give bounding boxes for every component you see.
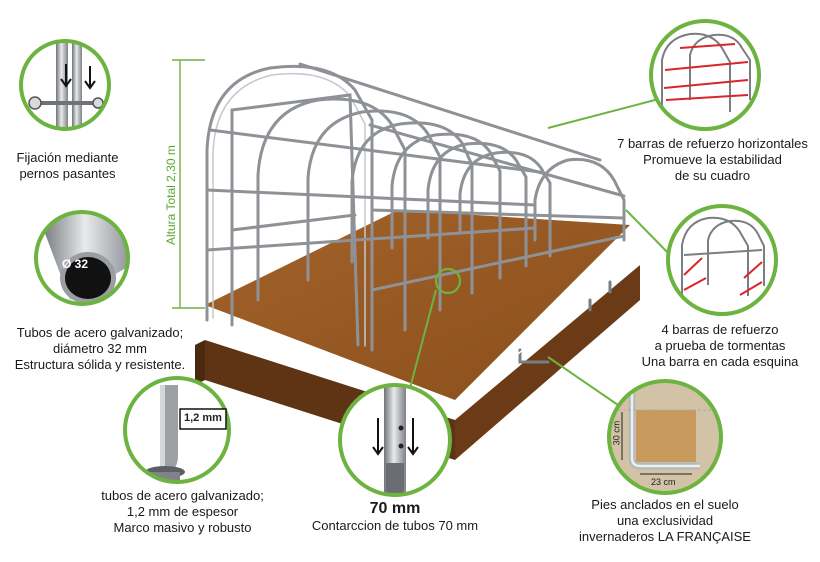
arch-3 xyxy=(306,109,442,312)
arrow-down-icon xyxy=(84,66,96,90)
tube-70-line: Contarccion de tubos 70 mm xyxy=(311,518,479,533)
feet-caption-line: invernaderos LA FRANÇAISE xyxy=(579,529,751,544)
tube-32-caption-line: Estructura sólida y resistente. xyxy=(14,357,186,372)
soil-left-side xyxy=(195,340,205,385)
arch-6 xyxy=(426,141,528,268)
purlin-left-low xyxy=(205,188,537,207)
detail-highlight-ring xyxy=(434,267,462,295)
steel-caption-line: 1,2 mm de espesor xyxy=(126,504,239,519)
purlin-left-base xyxy=(205,226,537,252)
feet-height-label: 30 cm xyxy=(611,420,622,446)
purlin-right-low xyxy=(370,208,626,220)
feet-caption-line: Pies anclados en el suelo xyxy=(591,497,739,512)
door-crossbar xyxy=(230,213,357,232)
steel-caption-line: tubos de acero galvanizado; xyxy=(101,488,264,503)
storm-bars-callout xyxy=(666,204,778,316)
tube-70-caption: 70 mm Contarccion de tubos 70 mm xyxy=(300,500,490,534)
door-frame xyxy=(230,93,360,347)
feet-width-label: 23 cm xyxy=(651,477,676,487)
anchored-feet-caption: Pies anclados en el suelo una exclusivid… xyxy=(560,497,770,545)
height-dimension-label: Altura Total 2,30 m xyxy=(164,145,178,245)
storm-caption-line: 4 barras de refuerzo xyxy=(661,322,779,337)
arch-5 xyxy=(390,132,502,280)
tube-32-caption-line: Tubos de acero galvanizado; xyxy=(16,325,184,340)
bolt-caption-line: Fijación mediante xyxy=(16,150,119,165)
thickness-badge-box xyxy=(179,408,227,430)
storm-caption-line: a prueba de tormentas xyxy=(654,338,786,353)
bolt-detail-caption: Fijación mediante pernos pasantes xyxy=(0,150,135,182)
tube-32-callout xyxy=(34,210,130,306)
arch-2 xyxy=(256,97,407,332)
purlin-left-high xyxy=(208,128,542,174)
steel-thickness-callout xyxy=(123,376,231,484)
horizontal-bars-callout xyxy=(649,19,761,131)
storm-bars-caption: 4 barras de refuerzo a prueba de torment… xyxy=(625,322,815,370)
arch-4 xyxy=(350,121,474,295)
arrow-down-icon xyxy=(407,418,419,456)
tube-70-title: 70 mm xyxy=(369,500,421,517)
anchored-feet-callout xyxy=(607,379,723,495)
feet-caption-line: una exclusividad xyxy=(616,513,714,528)
ridge-bar xyxy=(298,62,602,162)
front-arch xyxy=(205,64,374,352)
length-dimension-line xyxy=(454,257,631,409)
purlin-right-base xyxy=(370,234,626,292)
ground-feet xyxy=(518,280,612,364)
arrow-down-icon xyxy=(372,418,384,456)
horizontal-caption-line: 7 barras de refuerzo horizontales xyxy=(617,136,808,151)
steel-caption-line: Marco masivo y robusto xyxy=(113,520,252,535)
thickness-badge: 1,2 mm xyxy=(184,412,222,424)
bolt-caption-line: pernos pasantes xyxy=(19,166,116,181)
storm-caption-line: Una barra en cada esquina xyxy=(641,354,799,369)
tube-70-callout xyxy=(338,383,452,497)
arch-7 xyxy=(458,150,552,258)
tube-32-caption: Tubos de acero galvanizado; diámetro 32 … xyxy=(0,325,200,373)
purlin-right-high xyxy=(368,123,626,198)
steel-thickness-caption: tubos de acero galvanizado; 1,2 mm de es… xyxy=(90,488,275,536)
arrow-down-icon xyxy=(60,64,72,88)
bolt-detail-callout xyxy=(19,39,111,131)
greenhouse-frame xyxy=(205,62,626,364)
horizontal-bars-caption: 7 barras de refuerzo horizontales Promue… xyxy=(610,136,815,184)
horizontal-caption-line: Promueve la estabilidad xyxy=(643,152,782,167)
tube-32-caption-line: diámetro 32 mm xyxy=(53,341,147,356)
leader-lines xyxy=(409,99,671,406)
tube-32-badge: Ø 32 xyxy=(62,257,89,271)
front-arch-inner xyxy=(212,72,366,347)
back-arch xyxy=(533,157,626,242)
horizontal-caption-line: de su cuadro xyxy=(674,168,751,183)
